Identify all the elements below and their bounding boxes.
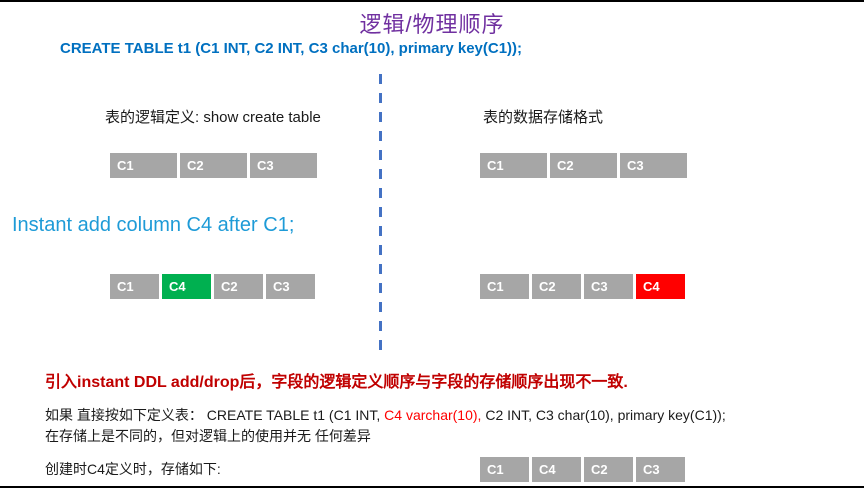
column-cell-c3: C3 <box>584 274 633 299</box>
storage-difference-line: 在存储上是不同的，但对逻辑上的使用并无 任何差异 <box>45 428 371 444</box>
bottom-storage-label: 创建时C4定义时，存储如下: <box>45 461 221 477</box>
inconsistency-warning: 引入instant DDL add/drop后，字段的逻辑定义顺序与字段的存储顺… <box>45 374 628 391</box>
column-cell-c3: C3 <box>266 274 315 299</box>
direct-define-suffix: C2 INT, C3 char(10), primary key(C1)); <box>481 407 726 423</box>
column-cell-c3: C3 <box>250 153 317 178</box>
column-cell-c3: C3 <box>620 153 687 178</box>
column-cell-c4: C4 <box>636 274 685 299</box>
column-cell-c2: C2 <box>532 274 581 299</box>
column-cell-c1: C1 <box>110 274 159 299</box>
column-cell-c4: C4 <box>162 274 211 299</box>
column-cell-c4: C4 <box>532 457 581 482</box>
column-cell-c1: C1 <box>480 153 547 178</box>
column-cell-c2: C2 <box>584 457 633 482</box>
column-cell-c2: C2 <box>214 274 263 299</box>
direct-define-line: 如果 直接按如下定义表： CREATE TABLE t1 (C1 INT, C4… <box>45 405 726 425</box>
column-cell-c2: C2 <box>180 153 247 178</box>
page-title: 逻辑/物理顺序 <box>359 12 505 37</box>
column-cell-c1: C1 <box>480 457 529 482</box>
column-cell-c1: C1 <box>110 153 177 178</box>
column-cell-c1: C1 <box>480 274 529 299</box>
column-cell-c3: C3 <box>636 457 685 482</box>
storage-format-label: 表的数据存储格式 <box>483 109 604 126</box>
direct-define-prefix: 如果 直接按如下定义表： CREATE TABLE t1 (C1 INT, <box>45 407 385 423</box>
dashed-divider <box>379 74 382 359</box>
direct-define-red-segment: C4 varchar(10), <box>384 407 482 423</box>
instant-add-column-statement: Instant add column C4 after C1; <box>12 214 295 236</box>
create-table-statement: CREATE TABLE t1 (C1 INT, C2 INT, C3 char… <box>60 40 523 57</box>
logical-definition-label: 表的逻辑定义: show create table <box>105 109 321 126</box>
column-cell-c2: C2 <box>550 153 617 178</box>
